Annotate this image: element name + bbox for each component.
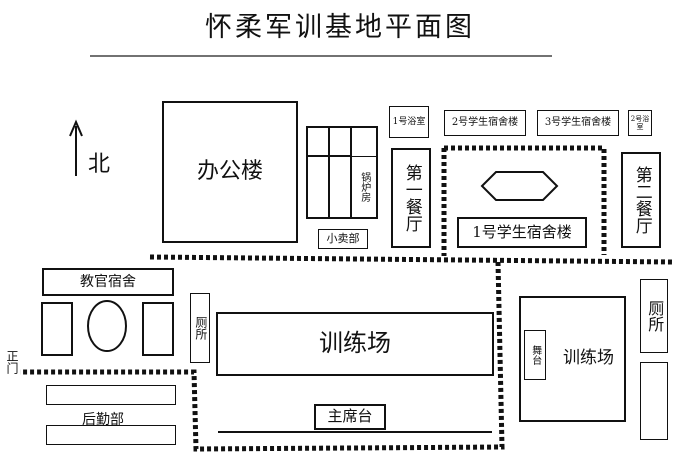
boiler-room-label: 锅炉房 [358,172,370,202]
instructor-dorm: 教官宿舍 [42,268,174,296]
drill-ground-main-label: 训练场 [319,329,391,358]
dorm-2-label: 2号学生宿舍楼 [451,117,519,129]
drill-ground-main: 训练场 [216,312,494,376]
shop: 小卖部 [318,229,368,249]
office-building: 办公楼 [162,101,298,243]
main-gate-label: 正门 [5,350,19,374]
drill-ground-east-label: 训练场 [563,348,614,369]
bath-1: 1号浴室 [389,106,429,138]
stage: 舞台 [524,330,546,380]
toilet-right-label: 厕所 [645,300,665,332]
dorm-3: 3号学生宿舍楼 [537,110,619,136]
canteen-1: 第一餐厅 [391,148,431,248]
canteen-2-label: 第二餐厅 [631,166,652,234]
toilet-left: 厕所 [190,293,210,363]
boundary-dashed-lines [20,145,673,452]
canteen-2: 第二餐厅 [621,152,661,248]
dorm-3-label: 3号学生宿舍楼 [544,117,612,129]
shop-label: 小卖部 [326,231,360,245]
reviewing-stand-label: 主席台 [327,407,373,426]
logistics-label: 后勤部 [82,412,124,428]
bath-1-label: 1号浴室 [392,116,426,127]
reviewing-stand: 主席台 [314,404,386,430]
right-building [640,362,668,440]
logistics-building-top [46,385,176,405]
instructor-dorm-features [41,300,174,356]
toilet-left-label: 厕所 [193,316,208,340]
bath-2-label: 2号浴室 [630,114,650,131]
dorm-2: 2号学生宿舍楼 [444,110,526,136]
north-label: 北 [88,152,111,177]
dorm-1: 1号学生宿舍楼 [457,217,587,248]
bath-2: 2号浴室 [628,110,652,136]
instructor-dorm-label: 教官宿舍 [80,273,136,290]
office-building-label: 办公楼 [196,159,263,185]
stage-label: 舞台 [529,345,541,365]
north-arrow-icon [69,119,83,176]
courtyard-hexagon [480,171,559,201]
map-title: 怀柔军训基地平面图 [205,12,475,43]
boiler-room: 锅炉房 [351,156,377,218]
toilet-right: 厕所 [640,279,668,353]
logistics-building-bottom [46,425,176,445]
canteen-1-label: 第一餐厅 [401,164,422,232]
dorm-1-label: 1号学生宿舍楼 [472,222,572,241]
